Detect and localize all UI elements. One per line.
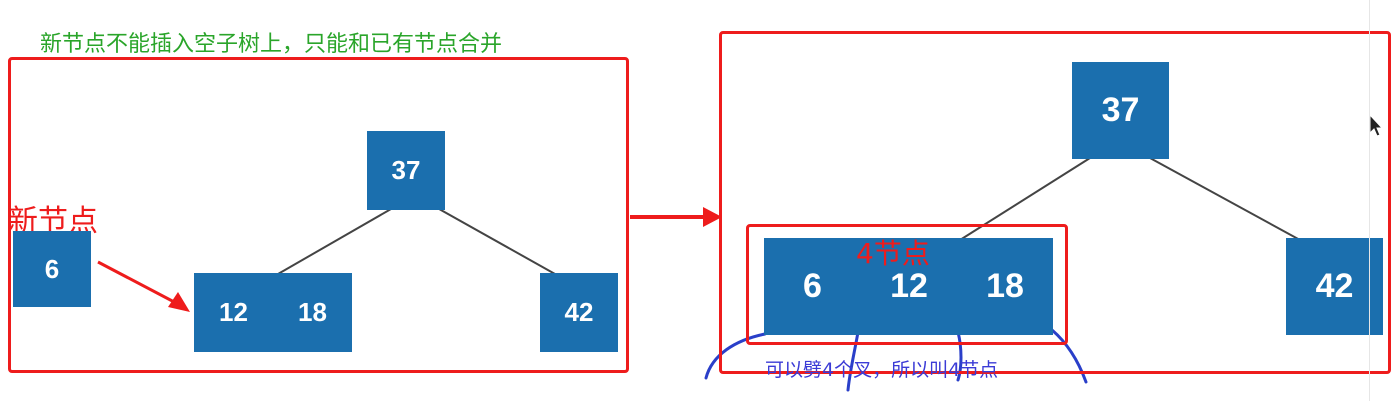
- pen-stroke-3: [956, 330, 963, 382]
- pen-stroke-4: [1050, 328, 1088, 384]
- insert-arrow: [97, 260, 179, 306]
- left-panel-title: 新节点不能插入空子树上，只能和已有节点合并: [40, 32, 503, 57]
- tree-node-new-6: 6: [13, 231, 91, 307]
- pen-stroke-1: [704, 332, 767, 380]
- insert-arrow-head: [168, 292, 190, 312]
- four-node-key-18: 18: [957, 238, 1053, 335]
- tree-node-18: 18: [273, 273, 352, 352]
- right-panel-frame: [719, 31, 1391, 374]
- tree-node-42: 42: [540, 273, 618, 352]
- four-node-frame: [746, 224, 1068, 345]
- pen-stroke-2: [846, 330, 860, 392]
- tree-node-37: 37: [367, 131, 445, 210]
- edge-37-12: [277, 204, 399, 275]
- window-edge: [1369, 0, 1382, 401]
- edge-37-42-right: [1149, 157, 1301, 241]
- tree-node-37-right: 37: [1072, 62, 1169, 159]
- transition-arrow-head: [703, 207, 722, 227]
- four-node-label: 4节点: [856, 237, 930, 270]
- tree-node-42-right: 42: [1286, 238, 1383, 335]
- four-node-key-6: 6: [764, 238, 861, 335]
- tree-node-12: 12: [194, 273, 273, 352]
- four-node-key-12: 12: [861, 238, 957, 335]
- branch-annotation: 可以劈4个叉，所以叫4节点: [765, 359, 999, 381]
- left-panel-frame: [8, 57, 629, 373]
- cursor-icon-right: [1369, 113, 1384, 137]
- edge-37-42: [431, 204, 556, 275]
